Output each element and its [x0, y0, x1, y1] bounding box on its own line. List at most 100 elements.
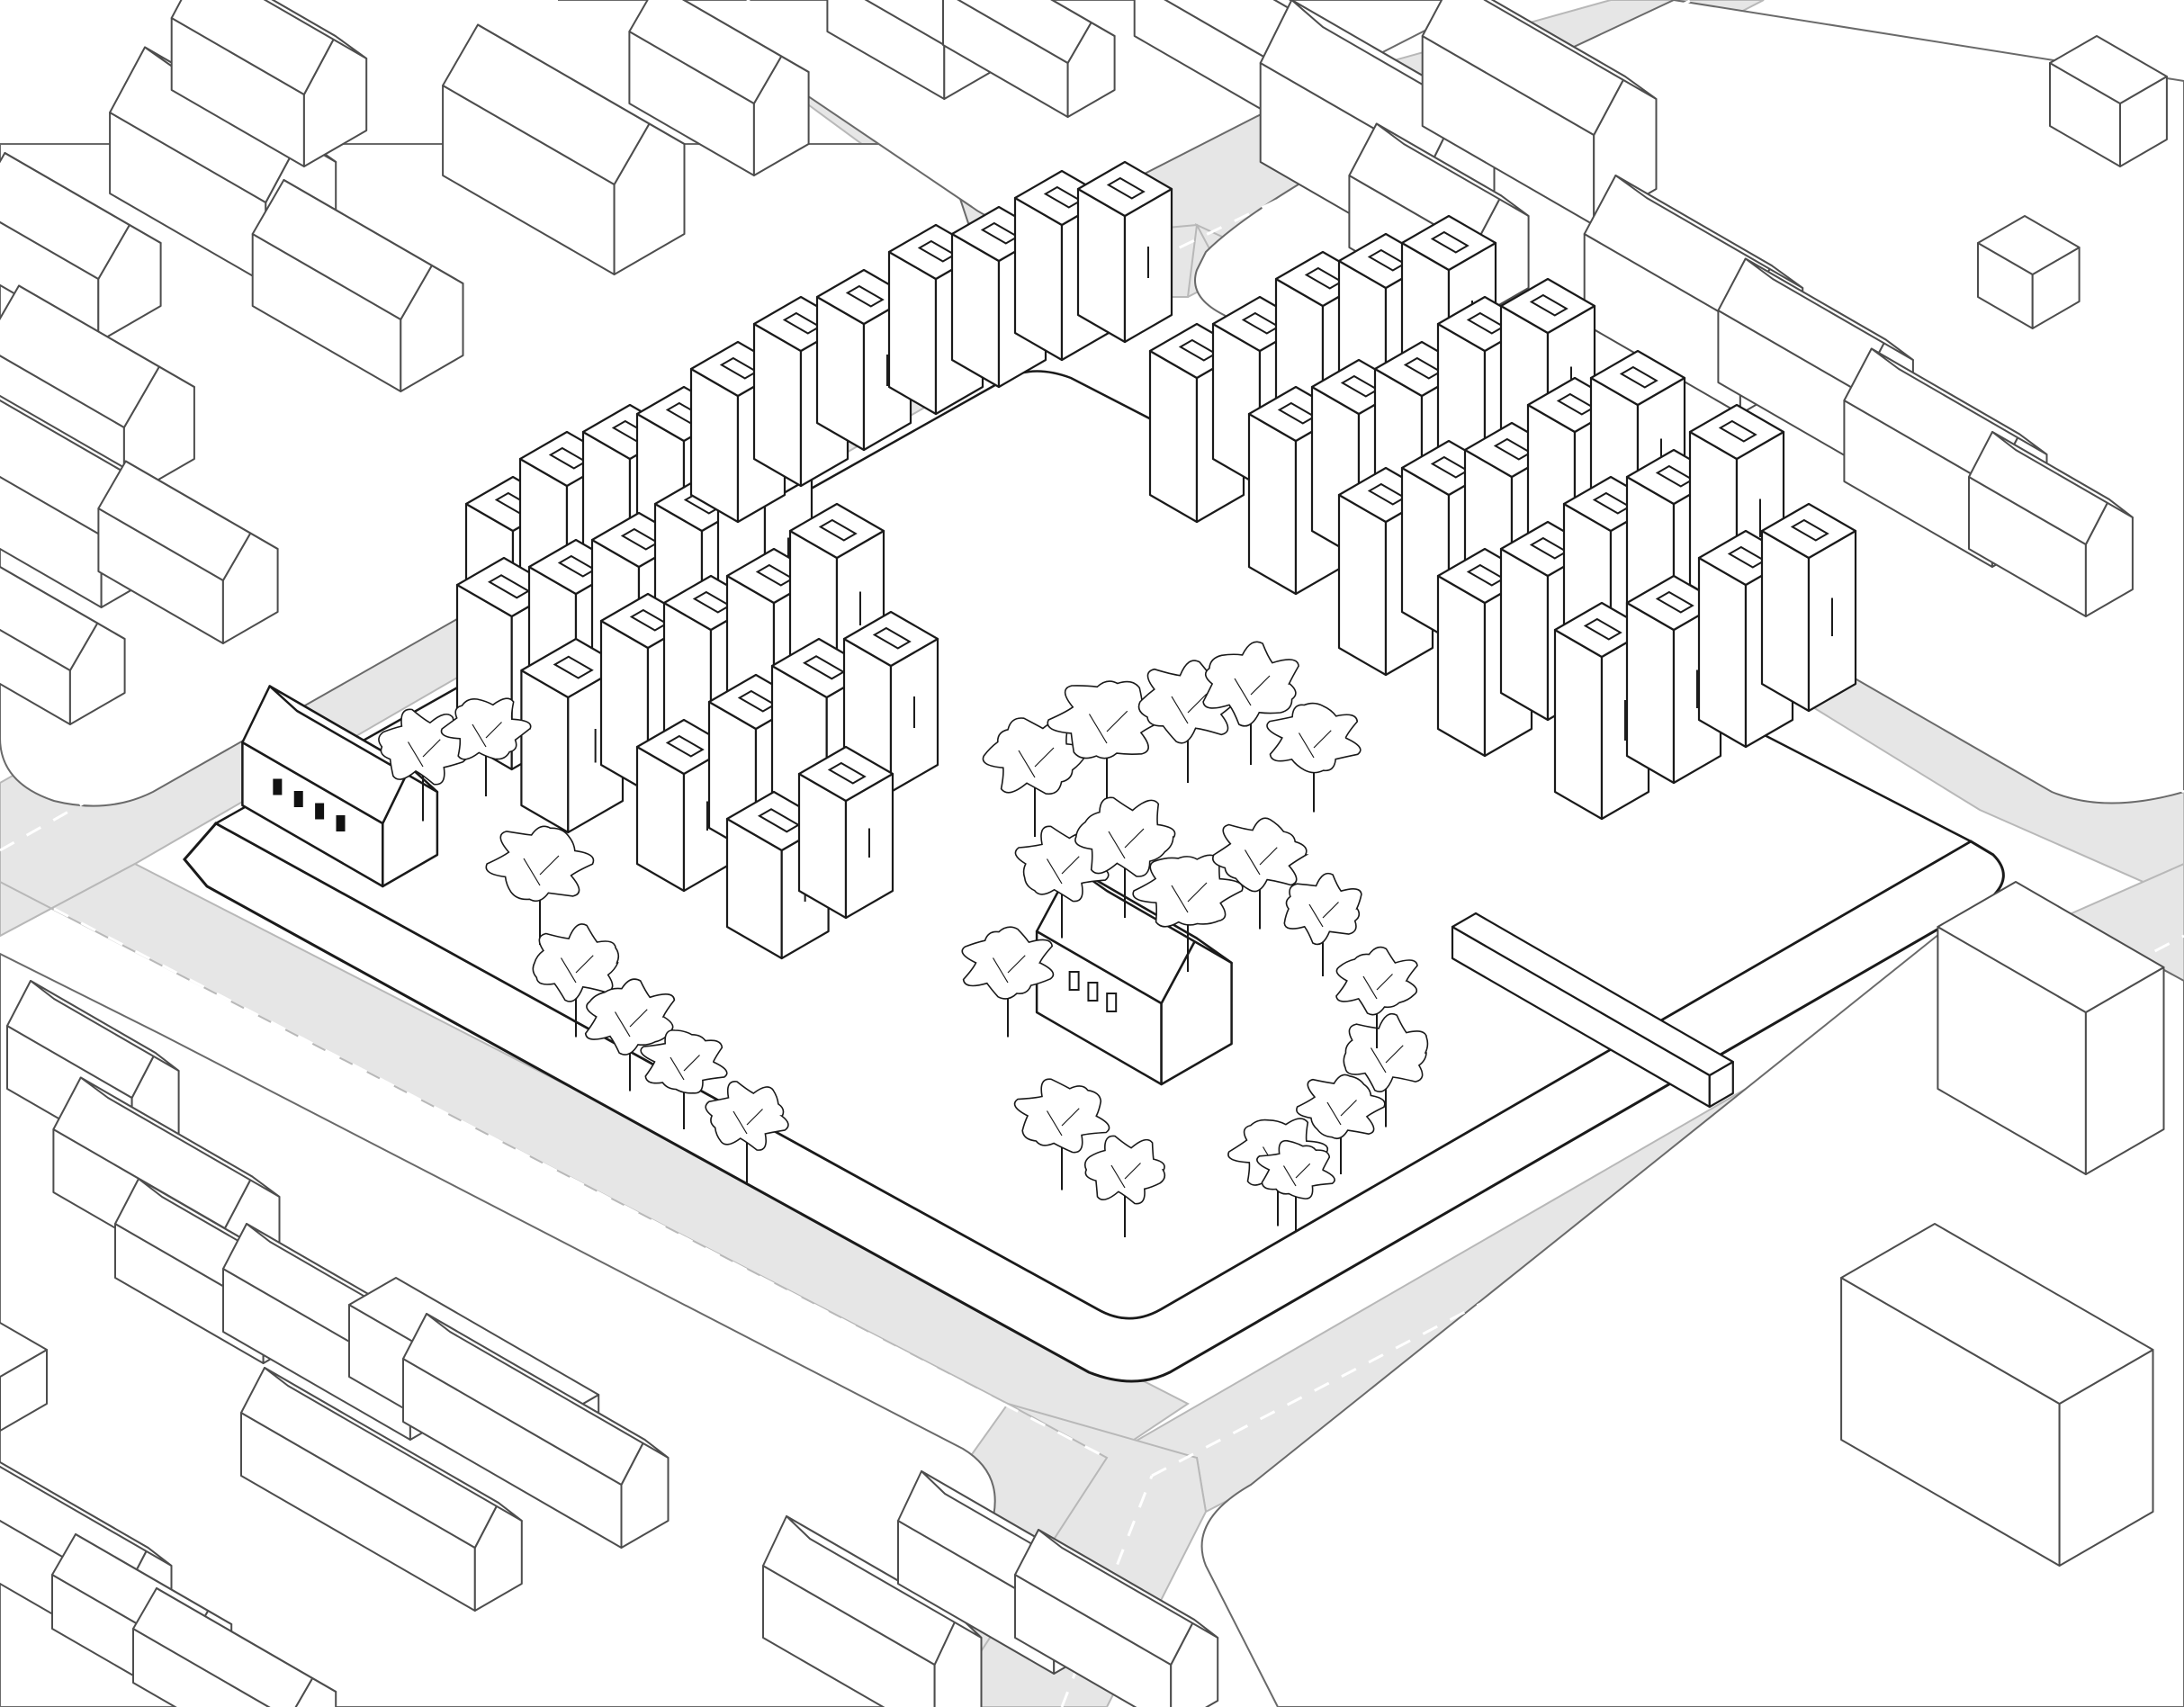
context-house-block-30-roof-back: [264, 1367, 523, 1522]
tree-canopy-15: [1132, 854, 1244, 972]
residential-cluster-volume-27-face-top: [1076, 160, 1173, 218]
tree-canopy-outline: [584, 978, 676, 1056]
residential-cluster-volume-20-face-top: [797, 745, 894, 803]
context-house-block-37: [1937, 881, 2165, 1175]
residential-cluster-volume-51-face-left: [1760, 529, 1811, 713]
context-house-block-34: [762, 1515, 983, 1707]
context-house-block-5: [251, 179, 464, 392]
tree-canopy-outline: [1266, 702, 1362, 774]
tree-canopy-outline: [1083, 1135, 1166, 1205]
complex-skylight-48: [1583, 617, 1622, 641]
residential-cluster-volume-18-face-top: [842, 610, 939, 668]
residential-cluster-volume-22-face-left: [752, 322, 803, 488]
context-house-block-1: [0, 152, 162, 343]
tree-canopy-17: [1283, 872, 1362, 976]
complex-skylight-18: [872, 626, 912, 650]
tree-canopy-outline: [485, 825, 595, 903]
context-house-block-38: [1840, 1223, 2154, 1567]
tree-canopy-20: [1083, 1135, 1166, 1237]
heritage-west-window-2: [293, 791, 303, 807]
complex-podium-east: [1451, 912, 1734, 1109]
context-house-block-32-roof-back: [75, 1533, 233, 1625]
complex-skylight-22: [782, 311, 822, 335]
complex-skylight-36: [1466, 311, 1505, 335]
tree-branches: [1298, 730, 1332, 759]
heritage-west-window-1: [273, 778, 283, 795]
heritage-south-window-2: [1087, 982, 1099, 1002]
residential-cluster-volume-51-face-top: [1760, 502, 1857, 560]
context-house-block-36: [1014, 1529, 1219, 1707]
complex-skylight-26: [1043, 185, 1083, 209]
context-house-block-10: [0, 565, 126, 725]
tree-branches: [1088, 710, 1128, 744]
tree-branches: [1108, 828, 1145, 859]
complex-skylight-28: [1178, 338, 1218, 362]
tree-branches: [472, 722, 502, 748]
context-house-block-12: [942, 0, 1116, 118]
complex-skylight-39: [1430, 455, 1469, 479]
tree-canopy-outline: [640, 1029, 728, 1094]
complex-skylight-24: [917, 239, 957, 263]
context-house-block-6-roof-back: [263, 0, 368, 59]
context-house-block-1-roof-back: [4, 152, 162, 244]
residential-cluster-volume-44-face-left: [1499, 547, 1550, 722]
tree-canopy-25: [1256, 1139, 1335, 1231]
tree-canopy-outline: [1283, 872, 1362, 946]
complex-skylight-20: [827, 761, 867, 785]
residential-cluster-volume-48-face-left: [1553, 628, 1604, 821]
complex-skylight-23: [845, 284, 885, 308]
tree-canopy-outline: [1296, 1074, 1386, 1140]
residential-cluster-volume-42-face-top: [1589, 349, 1686, 407]
context-house-block-2-roof-back: [18, 284, 195, 388]
heritage-south-window-3: [1106, 993, 1118, 1012]
context-house-block-20-roof-back: [1991, 431, 2134, 518]
complex-skylight-12: [692, 590, 732, 614]
complex-skylight-7: [620, 527, 660, 551]
residential-cluster-volume-33-face-left: [1247, 412, 1298, 596]
context-house-block-33: [132, 1587, 337, 1707]
tree-canopy-19: [1013, 1078, 1110, 1190]
context-house-block-15-roof-back: [1483, 0, 1658, 100]
complex-skylight-30: [1304, 266, 1344, 290]
residential-cluster-volume-51: [1760, 502, 1857, 713]
tree-branches: [732, 1109, 763, 1135]
tree-canopy-outline: [1343, 1012, 1429, 1093]
residential-complex: [455, 160, 1857, 1109]
residential-cluster-volume-20: [797, 745, 894, 920]
residential-cluster-volume-10-face-left: [520, 669, 570, 834]
tree-branches: [1046, 1108, 1080, 1137]
context-house-block-27-face-top: [0, 1322, 48, 1378]
complex-skylight-2: [548, 446, 588, 470]
complex-skylight-46: [1655, 464, 1694, 488]
context-house-block-21: [2049, 35, 2168, 167]
context-house-block-15: [1421, 0, 1658, 226]
context-house-block-7-roof-back: [477, 23, 686, 145]
context-house-block-5-roof-back: [283, 179, 464, 284]
complex-skylight-31: [1367, 248, 1407, 272]
complex-skylight-42: [1619, 365, 1658, 389]
complex-skylight-35: [1403, 356, 1443, 380]
tree-branches: [1046, 856, 1080, 885]
lane-mark-se: [1151, 934, 2184, 1478]
context-house-block-9: [97, 460, 279, 644]
context-house-block-19-roof-back: [1870, 347, 2048, 455]
context-house-block-30: [240, 1367, 523, 1612]
tree-branches: [407, 739, 441, 768]
existing-gable-house-south-roof-back: [1070, 865, 1233, 965]
complex-skylight-32: [1430, 230, 1469, 254]
context-house-block-20: [1968, 431, 2134, 617]
tree-branches: [1171, 693, 1208, 724]
complex-skylight-49: [1655, 590, 1694, 614]
tree-canopy-2: [440, 697, 532, 796]
residential-cluster-volume-37-face-top: [1499, 277, 1596, 335]
tree-canopy-3: [485, 825, 595, 945]
context-house-block-29: [402, 1313, 670, 1549]
complex-skylight-47: [1718, 419, 1757, 443]
tree-groves: [378, 641, 1429, 1237]
residential-cluster-volume-26-face-left: [1013, 196, 1064, 362]
tree-canopy-outline: [1335, 946, 1418, 1016]
context-house-block-7: [442, 23, 686, 275]
